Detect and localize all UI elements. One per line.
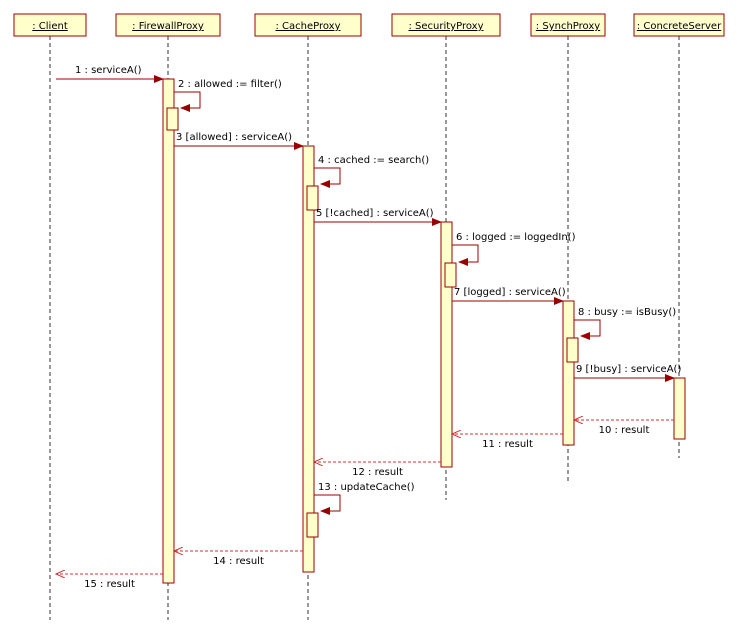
participant-label-security: : SecurityProxy bbox=[408, 21, 483, 32]
activation-server bbox=[673, 377, 686, 440]
message-13-arrow bbox=[314, 494, 341, 515]
message-7-label: 7 [logged] : serviceA() bbox=[454, 287, 566, 298]
participant-label-client: : Client bbox=[32, 21, 68, 32]
message-6-label: 6 : logged := loggedIn() bbox=[456, 232, 576, 243]
activation-nested-4 bbox=[306, 185, 319, 211]
message-11-label: 11 : result bbox=[482, 439, 533, 450]
activation-cache bbox=[302, 145, 315, 573]
activation-nested-6 bbox=[444, 262, 457, 288]
activation-nested-13 bbox=[306, 512, 319, 538]
message-12-label: 12 : result bbox=[352, 467, 403, 478]
message-13-label: 13 : updateCache() bbox=[318, 482, 415, 493]
participant-label-synch: : SynchProxy bbox=[536, 21, 600, 32]
participant-box-client[interactable] bbox=[13, 13, 87, 37]
participant-label-server: : ConcreteServer bbox=[637, 21, 722, 32]
message-9-label: 9 [!busy] : serviceA() bbox=[576, 364, 681, 375]
participant-box-server[interactable] bbox=[633, 13, 725, 37]
activation-nested-2 bbox=[166, 107, 179, 131]
activation-synch bbox=[562, 300, 575, 446]
message-4-arrow bbox=[314, 167, 341, 188]
message-4-label: 4 : cached := search() bbox=[318, 155, 429, 166]
message-2-label: 2 : allowed := filter() bbox=[178, 79, 282, 90]
participant-label-firewall: : FirewallProxy bbox=[132, 21, 204, 32]
message-8-label: 8 : busy := isBusy() bbox=[578, 307, 676, 318]
message-8-arrow bbox=[574, 319, 601, 340]
participant-box-synch[interactable] bbox=[530, 13, 606, 37]
participant-box-cache[interactable] bbox=[254, 13, 362, 37]
message-5-label: 5 [!cached] : serviceA() bbox=[316, 208, 434, 219]
message-6-arrow bbox=[452, 244, 479, 266]
message-1-label: 1 : serviceA() bbox=[75, 65, 142, 76]
message-3-label: 3 [allowed] : serviceA() bbox=[176, 132, 292, 143]
message-15-label: 15 : result bbox=[84, 579, 135, 590]
message-2-arrow bbox=[174, 91, 201, 112]
activation-firewall bbox=[162, 78, 175, 584]
message-10-label: 10 : result bbox=[599, 425, 650, 436]
participant-label-cache: : CacheProxy bbox=[275, 21, 340, 32]
activation-nested-8 bbox=[566, 337, 579, 363]
participant-box-firewall[interactable] bbox=[115, 13, 221, 37]
activation-security bbox=[440, 221, 453, 468]
participant-box-security[interactable] bbox=[391, 13, 501, 37]
message-14-label: 14 : result bbox=[213, 556, 264, 567]
